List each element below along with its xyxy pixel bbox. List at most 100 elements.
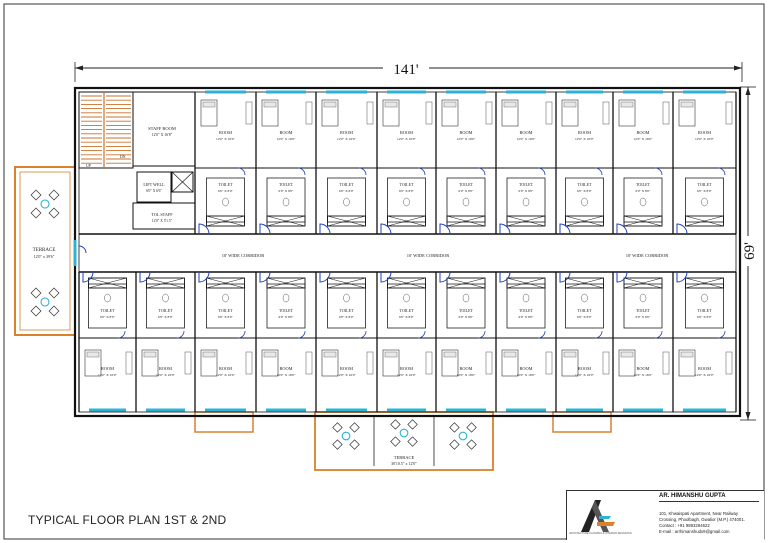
toilet-label: TOILET — [340, 308, 354, 313]
bed — [261, 349, 279, 377]
window — [146, 408, 185, 412]
bottom-terraces: TERRACE 30'10.5" x 12'0" — [194, 411, 612, 471]
toilet-box — [387, 177, 426, 223]
bed — [200, 349, 218, 377]
toilet-box — [685, 283, 724, 329]
toilet-size: 6'0" X 8'0" — [519, 189, 535, 193]
tol-staff-label: TOL STAFF — [151, 212, 173, 217]
wardrobe — [305, 101, 313, 125]
room-label: ROOM — [637, 130, 650, 135]
door-swing — [139, 271, 151, 283]
tol-staff-size: 12'0" X 5'1.5" — [152, 219, 173, 223]
room-size: 12'0" X 16'0" — [216, 373, 235, 377]
toilet-size: 6'0" X 8'0" — [279, 189, 295, 193]
door-swing — [499, 223, 511, 235]
toilet-label: TOILET — [578, 308, 592, 313]
door-swing — [82, 271, 94, 283]
toilet-box — [206, 177, 245, 223]
toilet-box — [623, 283, 663, 329]
toilet-label: TOILET — [159, 308, 173, 313]
toilet-size: 6'0" X 8'0" — [577, 189, 593, 193]
toilet-size: 6'0" X 8'0" — [459, 189, 475, 193]
lift-size: 6'0" X 6'6" — [146, 189, 162, 193]
terrace-bottom-size: 30'10.5" x 12'0" — [391, 461, 417, 466]
seating-cluster — [30, 189, 60, 219]
duct-shaft — [266, 277, 306, 289]
room-label: ROOM — [400, 130, 413, 135]
corridor-label-1: 10' WIDE CORRIDOR — [222, 253, 264, 258]
room-size: 12'0" X 16'0" — [337, 137, 356, 141]
toilet-box — [506, 283, 546, 329]
duct-shaft — [387, 277, 426, 289]
door-swing — [439, 271, 451, 283]
toilet-door-swing — [477, 330, 486, 339]
room-label: ROOM — [520, 130, 533, 135]
toilet-door-swing — [417, 167, 426, 176]
toilet-size: 6'0" X 8'0" — [339, 189, 355, 193]
door-swing — [319, 223, 331, 235]
bed — [321, 349, 339, 377]
wardrobe — [485, 351, 493, 375]
pillow — [384, 101, 398, 108]
pillow — [384, 351, 398, 358]
bed — [678, 99, 696, 127]
wc-fixture — [639, 197, 647, 207]
room-size: 12'0" X 16'0" — [277, 137, 296, 141]
wc-fixture — [282, 197, 290, 207]
toilet-door-swing — [537, 167, 546, 176]
pillow — [563, 351, 577, 358]
wc-fixture — [343, 293, 350, 303]
window — [89, 408, 126, 412]
pillow — [143, 351, 157, 358]
duct-shaft — [446, 277, 486, 289]
toilet-size: 6'0" X 8'0" — [399, 189, 415, 193]
window — [566, 408, 603, 412]
toilet-label: TOILET — [400, 308, 414, 313]
pillow — [443, 351, 457, 358]
wc-fixture — [581, 197, 588, 207]
wc-fixture — [282, 293, 290, 303]
toilet-size: 6'0" X 8'0" — [399, 315, 415, 319]
toilet-label: TOILET — [279, 308, 293, 313]
staff-room-size: 12'0" X 16'8" — [152, 133, 173, 137]
door-swing — [380, 223, 392, 235]
duct-shaft — [565, 215, 604, 227]
toilet-door-swing — [654, 167, 663, 176]
room-size: 12'0" X 16'0" — [216, 137, 235, 141]
toilet-door-swing — [537, 330, 546, 339]
window — [506, 408, 546, 412]
bed — [618, 349, 636, 377]
window — [623, 408, 663, 412]
bed — [561, 349, 579, 377]
window — [446, 408, 486, 412]
toilet-door-swing — [594, 167, 603, 176]
seating-cluster — [449, 422, 477, 450]
bed — [200, 99, 218, 127]
room-size: 12'0" X 16'0" — [695, 373, 714, 377]
wardrobe — [425, 351, 433, 375]
door-swing — [676, 271, 688, 283]
pillow — [563, 101, 577, 108]
room-label: ROOM — [219, 130, 232, 135]
toilet-box — [387, 283, 426, 329]
stair-dn-label: DN — [120, 155, 126, 159]
lift-well: LIFT WELL 6'0" X 6'6" — [136, 171, 194, 203]
drawing-title: TYPICAL FLOOR PLAN 1ST & 2ND — [28, 513, 227, 527]
toilet-box — [446, 283, 486, 329]
wardrobe — [125, 351, 133, 375]
toilet-label: TOILET — [636, 308, 650, 313]
window — [446, 90, 486, 94]
toilet-size: 6'0" X 8'0" — [279, 315, 295, 319]
seating-cluster — [390, 419, 418, 447]
corridor-label-3: 10' WIDE CORRIDOR — [626, 253, 668, 258]
wc-fixture — [462, 293, 470, 303]
room-size: 12'0" X 16'0" — [634, 373, 653, 377]
toilet-box — [623, 177, 663, 223]
wardrobe — [425, 101, 433, 125]
toilet-door-swing — [297, 167, 306, 176]
wc-fixture — [639, 293, 647, 303]
wardrobe — [245, 101, 253, 125]
duct-shaft — [266, 215, 306, 227]
toilet-label: TOILET — [340, 182, 354, 187]
staircase: UP DN — [78, 91, 134, 169]
